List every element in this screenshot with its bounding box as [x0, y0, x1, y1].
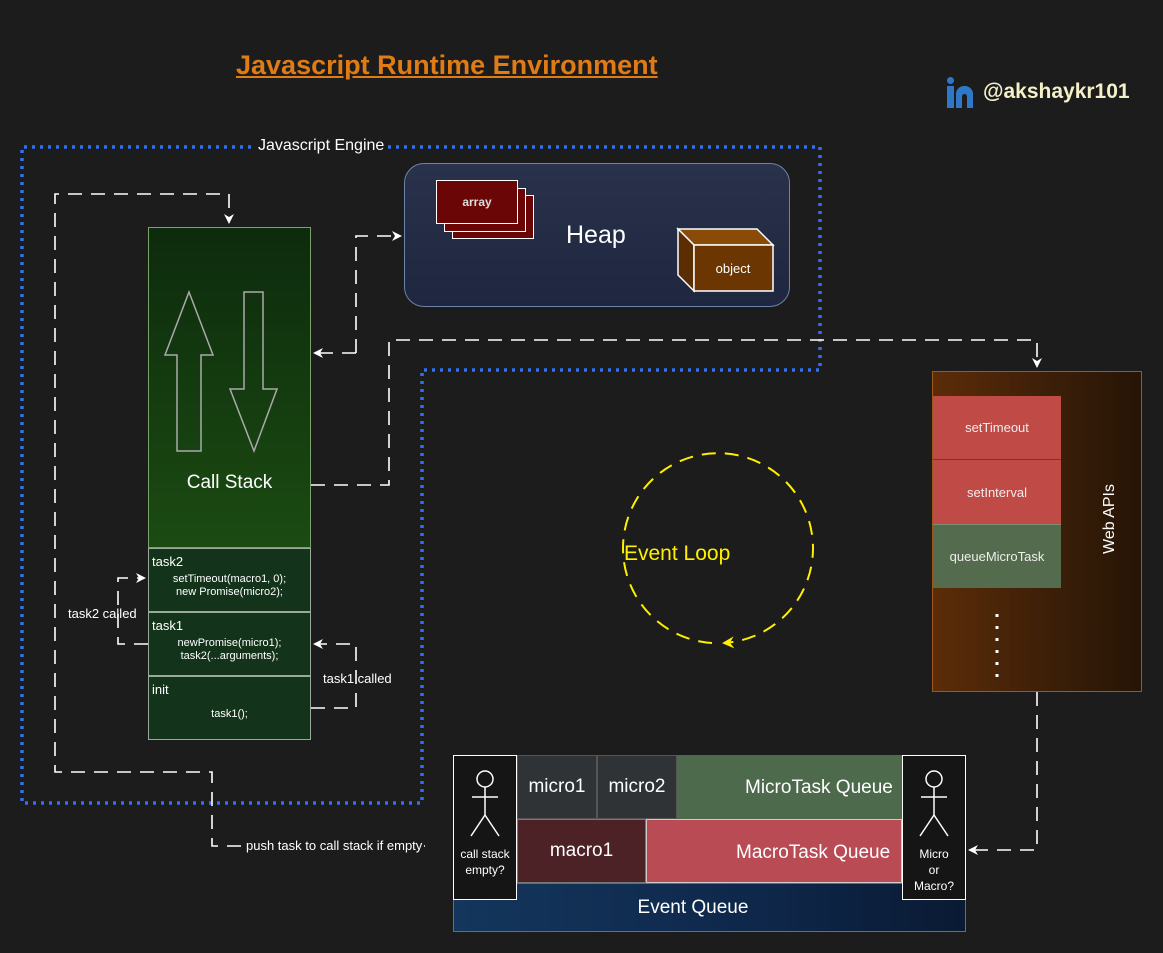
- push-connector: [54, 193, 425, 847]
- code-line: task2(...arguments);: [180, 650, 279, 662]
- web-api-queuemicrotask: queueMicroTask: [933, 524, 1061, 588]
- micro2-cell: micro2: [597, 755, 677, 819]
- engine-label: Javascript Engine: [255, 137, 388, 155]
- person-icon: [470, 770, 500, 837]
- call-stack-check: call stack empty?: [453, 755, 517, 900]
- frame-code: newPromise(micro1); task2(...arguments);: [149, 637, 310, 663]
- call-stack-label: Call Stack: [186, 472, 273, 493]
- macro1-cell: macro1: [517, 819, 646, 883]
- up-arrow-icon: [163, 289, 215, 452]
- engine-border: [20, 145, 822, 805]
- frame-name: task1: [152, 618, 184, 633]
- event-queue-label: Event Queue: [637, 897, 749, 918]
- micro-macro-check: Micro or Macro?: [902, 755, 966, 900]
- down-arrow-icon: [228, 291, 279, 454]
- stack-frame-init: init task1();: [148, 676, 311, 740]
- code-line: setTimeout(macro1, 0);: [172, 573, 287, 585]
- person-label-line: call stack: [460, 847, 510, 861]
- code-line: task1();: [211, 708, 248, 720]
- web-api-settimeout: setTimeout: [933, 396, 1061, 460]
- frame-name: task2: [152, 554, 184, 569]
- webapi-connector: [311, 339, 1042, 486]
- array-label: array: [462, 195, 492, 209]
- code-line: newPromise(micro1);: [177, 637, 282, 649]
- macrotask-queue-label: MacroTask Queue: [736, 842, 891, 863]
- web-api-setinterval: setInterval: [933, 460, 1061, 524]
- macrotask-queue: [646, 819, 902, 883]
- frame-name: init: [152, 682, 169, 697]
- array-card-front: [436, 180, 518, 224]
- page-title: Javascript Runtime Environment: [236, 50, 658, 80]
- event-loop-label: Event Loop: [624, 542, 731, 565]
- person-label-line: Micro: [919, 847, 949, 861]
- heap-connector-up: [355, 231, 402, 353]
- micro1-cell: micro1: [517, 755, 597, 819]
- frame-code: task1();: [149, 708, 310, 721]
- call-stack: [148, 227, 311, 548]
- handle-text: @akshaykr101: [983, 80, 1130, 103]
- object-label: object: [715, 260, 751, 276]
- task2-called-connector: [117, 573, 148, 645]
- webapi-to-queue-connector: [968, 692, 1038, 855]
- task2-called-label: task2 called: [68, 606, 137, 621]
- person-label-line: or: [928, 863, 940, 877]
- author-handle: @akshaykr101: [947, 76, 1130, 108]
- push-task-label: push task to call stack if empty: [244, 838, 425, 853]
- person-icon: [919, 770, 949, 837]
- linkedin-icon: [947, 76, 977, 108]
- stack-frame-task2: task2 setTimeout(macro1, 0); new Promise…: [148, 548, 311, 612]
- code-line: new Promise(micro2);: [176, 586, 283, 598]
- task1-called-label: task1 called: [323, 671, 392, 686]
- frame-code: setTimeout(macro1, 0); new Promise(micro…: [149, 573, 310, 599]
- microtask-queue-label: MicroTask Queue: [745, 777, 893, 798]
- person-label-line: Macro?: [913, 879, 954, 893]
- person-label-line: empty?: [465, 863, 505, 877]
- heap-label: Heap: [566, 221, 626, 249]
- task1-called-connector: [311, 639, 357, 709]
- stack-frame-task1: task1 newPromise(micro1); task2(...argum…: [148, 612, 311, 676]
- microtask-queue: [677, 755, 902, 819]
- event-queue: [453, 883, 966, 932]
